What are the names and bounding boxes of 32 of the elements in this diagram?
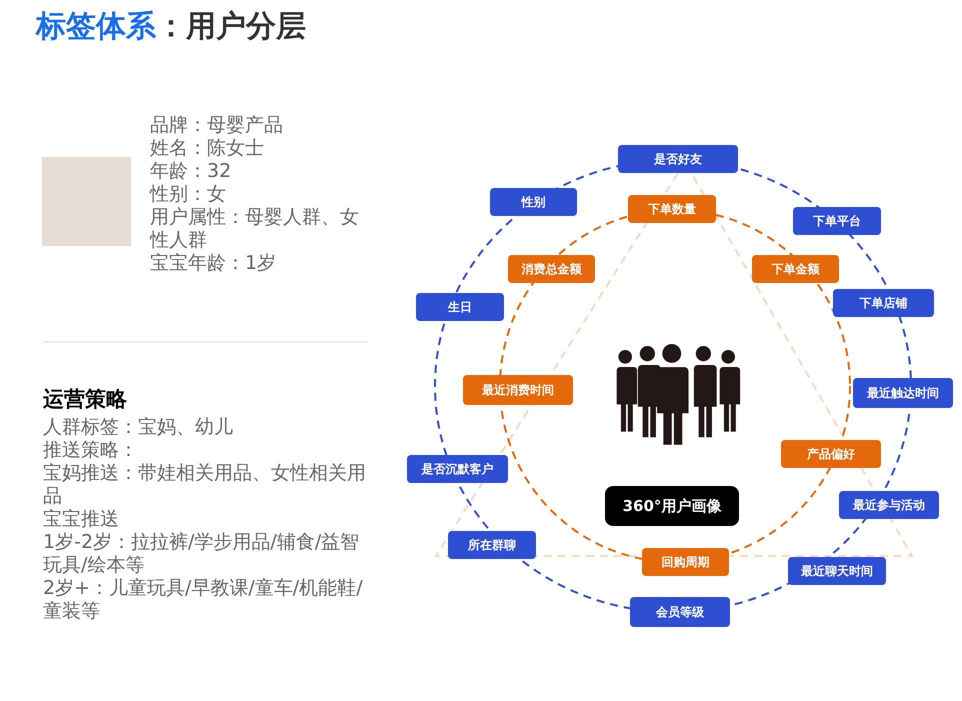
tag-box: 生日 bbox=[416, 293, 504, 321]
tag-box: 是否沉默客户 bbox=[407, 455, 508, 483]
tag-box: 是否好友 bbox=[618, 145, 738, 173]
tag-box: 性别 bbox=[490, 188, 577, 216]
page-title: 标签体系：用户分层 bbox=[36, 8, 306, 46]
strategy-text: 宝宝推送 bbox=[43, 508, 120, 531]
tag-box: 所在群聊 bbox=[448, 531, 536, 559]
profile-text: 宝宝年龄：1岁 bbox=[150, 252, 278, 275]
strategy-text: 1岁-2岁：拉拉裤/学步用品/辅食/益智玩具/绘本等 bbox=[43, 531, 360, 577]
profile-text: 姓名：陈女士 bbox=[150, 137, 265, 160]
profile-text: 性别：女 bbox=[150, 183, 227, 206]
tag-box: 下单金额 bbox=[752, 255, 839, 283]
tag-box: 产品偏好 bbox=[781, 440, 881, 468]
tag-box: 下单平台 bbox=[793, 207, 881, 235]
profile-text: 品牌：母婴产品 bbox=[150, 114, 284, 137]
profile-text: 年龄：32 bbox=[150, 160, 232, 183]
tag-box: 下单店铺 bbox=[833, 289, 934, 317]
tag-box: 最近触达时间 bbox=[853, 378, 953, 408]
strategy-text: 宝妈推送：带娃相关用品、女性相关用品 bbox=[43, 462, 367, 508]
strategy-text: 推送策略： bbox=[43, 439, 139, 462]
tag-box: 最近参与活动 bbox=[839, 491, 939, 519]
profile-text: 用户属性：母婴人群、女性人群 bbox=[150, 206, 360, 252]
strategy-text: 人群标签：宝妈、幼儿 bbox=[43, 416, 234, 439]
tag-box: 最近消费时间 bbox=[463, 375, 573, 405]
tag-box: 会员等级 bbox=[630, 597, 730, 627]
section-heading: 运营策略 bbox=[43, 388, 128, 411]
tag-box: 最近聊天时间 bbox=[788, 557, 886, 585]
center-label-box: 360°用户画像 bbox=[605, 486, 739, 526]
strategy-text: 2岁+：儿童玩具/早教课/童车/机能鞋/童装等 bbox=[43, 577, 364, 623]
tag-box: 下单数量 bbox=[628, 195, 716, 223]
tag-box: 回购周期 bbox=[642, 548, 729, 576]
tag-box: 消费总金额 bbox=[508, 255, 595, 283]
